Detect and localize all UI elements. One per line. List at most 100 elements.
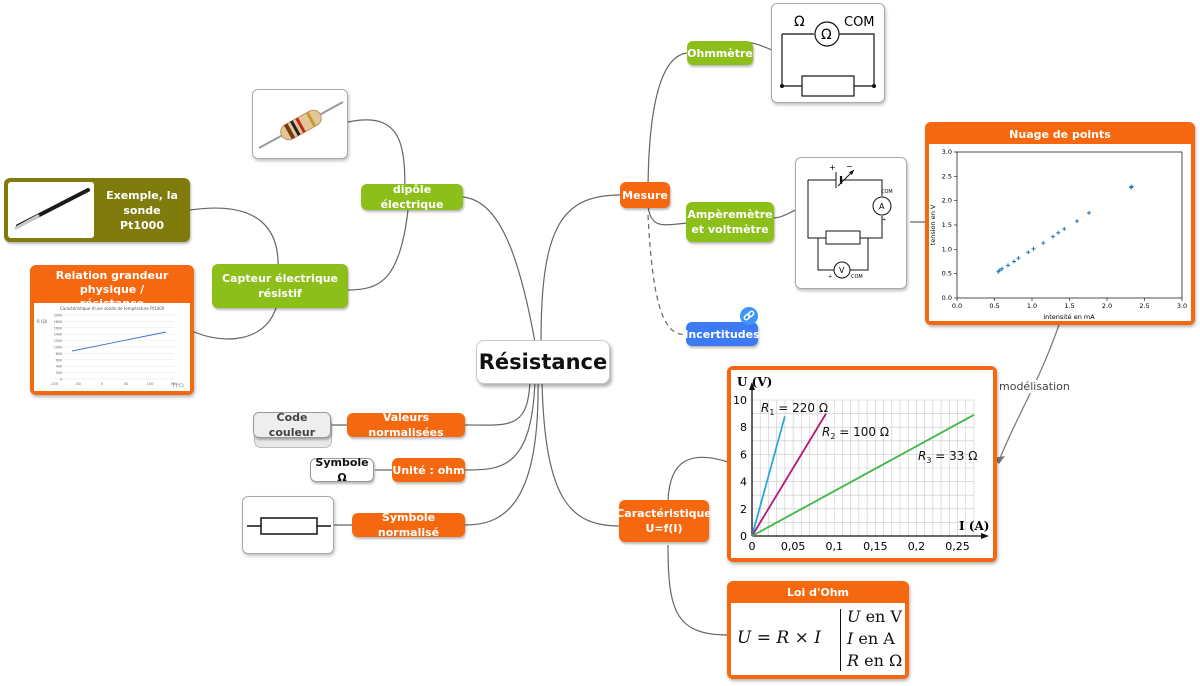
loi-title: Loi d'Ohm [786, 586, 850, 599]
scatter-ytick-label: 2.5 [942, 172, 952, 180]
resistor-photo [252, 89, 348, 159]
scatter-xtick-label: 0.0 [952, 302, 962, 310]
ui-xtick-label: 0,2 [908, 540, 926, 553]
pt1000-ytick-label: 400 [56, 365, 62, 369]
link-icon[interactable] [740, 307, 758, 325]
central-topic[interactable]: Résistance [476, 340, 610, 384]
loi-u-var: U [847, 607, 861, 626]
loi-u-unit: en V [860, 607, 902, 626]
scatter-point [1087, 210, 1091, 215]
pt1000-line [71, 331, 167, 352]
node-amperemetre-voltmetre[interactable]: Ampèremètre et voltmètre [686, 202, 774, 242]
resistor-symbol-icon [247, 517, 331, 535]
scatter-xlabel: intensité en mA [1043, 313, 1095, 321]
ammeter-voltmeter-diagram: + − A V COM COM + + [795, 157, 907, 289]
pt1000-xlabel: T (°C) [171, 383, 184, 388]
loi-divider [840, 609, 841, 671]
chain-link-icon [743, 310, 755, 321]
node-exemple-line2: Pt1000 [120, 218, 164, 232]
pt1000-chart-title: Caractéristique d'une sonde de températu… [60, 306, 165, 311]
pt1000-ytick-label: 800 [56, 352, 62, 356]
node-dipole-electrique[interactable]: dipôle électrique [361, 183, 463, 211]
pt1000-chart: Caractéristique d'une sonde de températu… [37, 306, 184, 388]
node-amperemetre-line1: Ampèremètre [687, 208, 773, 221]
scatter-point [1031, 246, 1036, 251]
pt1000-ytick-label: 200 [56, 371, 62, 375]
node-capteur-line1: Capteur électrique [221, 272, 338, 285]
node-symbole-ohm[interactable]: Symbole Ω [310, 456, 374, 484]
scatter-ylabel: tension en V [929, 204, 937, 245]
pt1000-xtick-label: -100 [50, 382, 58, 386]
scatter-point [997, 268, 1002, 273]
voltmeter-plus: + [828, 274, 832, 280]
modelisation-label: modélisation [998, 380, 1071, 393]
ammeter-com: COM [881, 189, 893, 195]
node-caracteristique[interactable]: Caractéristique U=f(I) [616, 500, 712, 542]
scatter-ytick-label: 2.0 [942, 197, 952, 205]
node-amperemetre-line2: et voltmètre [691, 223, 769, 236]
node-incertitudes[interactable]: Incertitudes [684, 322, 760, 346]
loi-i-var: I [847, 629, 854, 648]
ohmmeter-diagram: Ω Ω COM [771, 3, 885, 103]
scatter-point [1012, 259, 1016, 264]
node-code-couleur[interactable]: Code couleur [253, 411, 331, 439]
pt1000-ytick-label: 1000 [54, 346, 62, 350]
loi-r-unit: en Ω [859, 651, 903, 670]
ui-series-label: R1 = 220 Ω [761, 401, 828, 417]
node-ohmmetre[interactable]: Ohmmètre [687, 41, 753, 65]
ammeter-symbol: A [879, 202, 885, 211]
pt1000-ytick-label: 0 [60, 378, 62, 382]
scatter-point [1000, 266, 1004, 271]
scatter-ytick-label: 0.0 [942, 294, 952, 302]
ui-ytick-label: 2 [740, 503, 747, 516]
voltmeter-com: COM [851, 274, 863, 280]
loi-r-var: R [847, 651, 860, 670]
ui-xtick-label: 0 [749, 540, 756, 553]
pt1000-ytick-label: 2000 [54, 314, 62, 318]
resistor-photo-icon [258, 101, 344, 149]
scatter-ytick-label: 0.5 [942, 270, 952, 278]
scatter-xtick-label: 2.5 [1139, 302, 1149, 310]
ui-ytick-label: 0 [740, 530, 747, 543]
voltmeter-symbol: V [839, 266, 845, 275]
node-exemple-line1: Exemple, la sonde [106, 188, 178, 217]
ui-ylabel: U (V) [737, 375, 772, 389]
nuage-title: Nuage de points [1009, 128, 1111, 141]
node-symbole-normalise[interactable]: Symbole normalisé [352, 511, 465, 539]
ui-series-label: R2 = 100 Ω [822, 425, 889, 441]
ui-xtick-label: 0,15 [863, 540, 888, 553]
ui-series-line [751, 416, 786, 537]
pt1000-ytick-label: 1200 [54, 339, 62, 343]
ohm-meter-symbol: Ω [821, 27, 832, 43]
ui-ytick-label: 10 [733, 394, 747, 407]
scatter-ytick-label: 1.0 [942, 245, 952, 253]
scatter-point [1129, 184, 1134, 189]
ui-ytick-label: 4 [740, 476, 747, 489]
scatter-xtick-label: 0.5 [989, 302, 999, 310]
node-unite-ohm[interactable]: Unité : ohm [392, 458, 465, 482]
scatter-point [1051, 234, 1055, 239]
loi-formula: U = R × I [737, 628, 821, 648]
scatter-point [1056, 230, 1061, 235]
scatter-point [1016, 256, 1021, 261]
node-valeurs-normalisees[interactable]: Valeurs normalisées [347, 411, 465, 439]
node-caracteristique-line1: Caractéristique [616, 507, 712, 520]
ui-series-line [751, 413, 827, 537]
scatter-ytick-label: 1.5 [942, 221, 952, 229]
node-capteur-electrique[interactable]: Capteur électrique résistif [212, 264, 348, 308]
node-exemple-pt1000[interactable]: Exemple, la sonde Pt1000 [4, 178, 190, 242]
node-mesure[interactable]: Mesure [620, 182, 670, 208]
ammeter-plus: + [882, 217, 886, 223]
probe-icon [14, 188, 90, 230]
battery-plus: + [829, 163, 836, 172]
pt1000-ytick-label: 1600 [54, 326, 62, 330]
scatter-xtick-label: 2.0 [1102, 302, 1112, 310]
node-capteur-line2: résistif [258, 287, 302, 300]
ui-xtick-label: 0,1 [825, 540, 843, 553]
ui-series-label: R3 = 33 Ω [918, 449, 977, 465]
relation-title-line1: Relation grandeur physique / [55, 269, 169, 296]
